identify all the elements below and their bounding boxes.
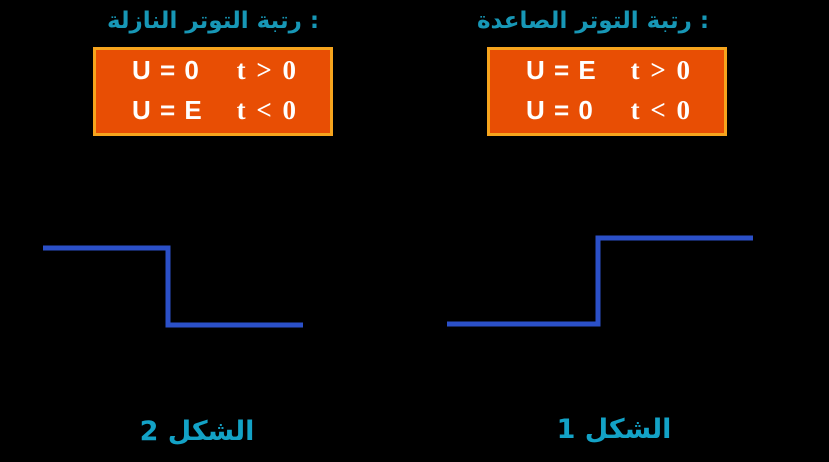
step-down-line <box>43 245 303 328</box>
rising-voltage-title: : رتبة التوتر الصاعدة <box>476 8 710 34</box>
condition-row: U = 0 t < 0 <box>526 95 692 126</box>
falling-conditions-box: U = 0 t > 0 U = E t < 0 <box>93 47 333 136</box>
rising-step-waveform <box>447 235 753 327</box>
time-condition: t > 0 <box>630 55 692 85</box>
time-condition: t < 0 <box>630 95 692 125</box>
falling-step-waveform <box>43 245 303 328</box>
condition-row: U = E t < 0 <box>132 95 298 126</box>
voltage-equation: U = E <box>526 55 597 85</box>
voltage-equation: U = 0 <box>132 55 200 85</box>
voltage-equation: U = E <box>132 95 203 125</box>
time-condition: t > 0 <box>236 55 298 85</box>
rising-conditions-box: U = E t > 0 U = 0 t < 0 <box>487 47 727 136</box>
condition-row: U = E t > 0 <box>526 55 692 86</box>
voltage-equation: U = 0 <box>526 95 594 125</box>
figure-1-label: الشكل 1 <box>556 414 672 445</box>
condition-row: U = 0 t > 0 <box>132 55 298 86</box>
time-condition: t < 0 <box>236 95 298 125</box>
falling-voltage-title: : رتبة التوتر النازلة <box>106 8 320 34</box>
figure-2-label: الشكل 2 <box>139 416 255 447</box>
step-up-line <box>447 235 753 327</box>
